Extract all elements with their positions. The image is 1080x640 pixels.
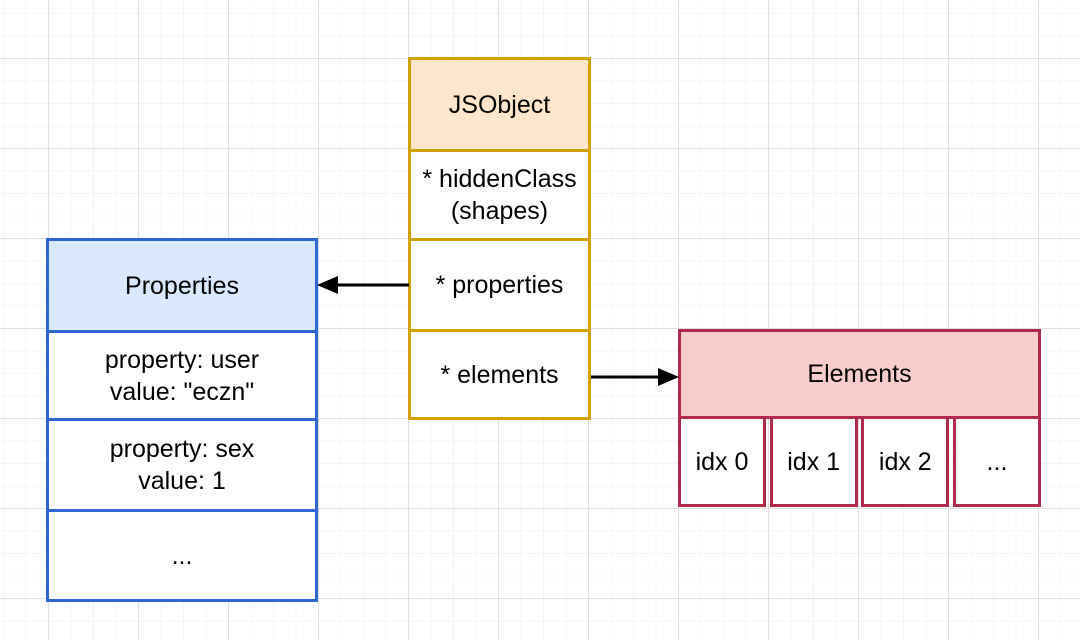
property-row: property: sex value: 1: [49, 418, 315, 509]
field-line: (shapes): [450, 197, 549, 225]
element-cell: idx 1: [769, 416, 858, 507]
element-cell-ellipsis: ...: [952, 416, 1041, 507]
properties-node: Properties property: user value: "eczn" …: [46, 238, 318, 602]
elements-arrow: [591, 368, 679, 386]
property-value: value: 1: [138, 467, 226, 495]
right-arrowhead-icon: [658, 368, 679, 386]
property-row-ellipsis: ...: [49, 509, 315, 599]
properties-title: Properties: [125, 271, 239, 300]
ellipsis-text: ...: [171, 541, 193, 570]
jsobject-title: JSObject: [448, 90, 551, 119]
jsobject-node: JSObject * hiddenClass (shapes) * proper…: [408, 57, 591, 420]
property-row: property: user value: "eczn": [49, 330, 315, 418]
elements-header: Elements: [678, 329, 1041, 419]
element-cell-label: idx 1: [787, 447, 841, 476]
elements-node: Elements idx 0 idx 1 idx 2 ...: [678, 329, 1041, 507]
field-line: * hiddenClass: [422, 165, 577, 193]
property-name: property: user: [104, 345, 260, 374]
element-cell-label: ...: [986, 447, 1008, 476]
property-name: property: sex: [109, 435, 255, 463]
field-line: * properties: [435, 271, 564, 299]
element-cell: idx 2: [861, 416, 950, 507]
properties-arrow: [317, 276, 409, 294]
element-cell: idx 0: [678, 416, 766, 507]
jsobject-field-properties: * properties: [411, 238, 588, 329]
field-line: * elements: [440, 360, 559, 389]
jsobject-field-hidden-class: * hiddenClass (shapes): [411, 149, 588, 238]
elements-cells-row: idx 0 idx 1 idx 2 ...: [678, 416, 1041, 507]
properties-header: Properties: [49, 241, 315, 330]
element-cell-label: idx 0: [695, 447, 749, 476]
property-value: value: "eczn": [109, 377, 255, 406]
elements-title: Elements: [807, 360, 912, 388]
left-arrowhead-icon: [317, 276, 338, 294]
jsobject-header: JSObject: [411, 60, 588, 149]
jsobject-field-elements: * elements: [411, 329, 588, 417]
element-cell-label: idx 2: [878, 447, 932, 476]
